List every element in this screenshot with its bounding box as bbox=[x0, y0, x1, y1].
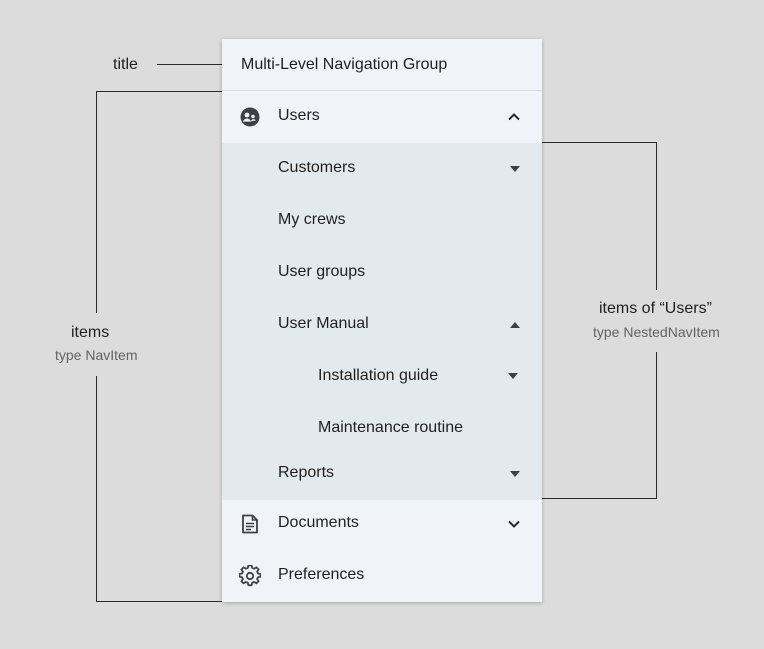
nav-group-title: Multi-Level Navigation Group bbox=[241, 56, 448, 73]
nested-items-annotation-label: items of “Users” bbox=[599, 300, 712, 317]
items-bracket-lower bbox=[96, 376, 97, 602]
nav-item-label: Users bbox=[278, 107, 320, 124]
nested-item-label: Customers bbox=[278, 159, 356, 176]
nested-bracket-bottom bbox=[542, 498, 657, 499]
nested-bracket-upper bbox=[656, 142, 657, 290]
caret-down-icon[interactable] bbox=[510, 471, 520, 477]
nav-group-title-row: Multi-Level Navigation Group bbox=[222, 39, 542, 91]
nested-item-installation-guide[interactable]: Installation guide bbox=[222, 351, 542, 403]
nested-item-label: Maintenance routine bbox=[318, 419, 463, 436]
nested-item-label: Installation guide bbox=[318, 367, 439, 384]
nav-item-label: Documents bbox=[278, 514, 359, 531]
nested-item-customers[interactable]: Customers bbox=[222, 143, 542, 195]
users-icon bbox=[240, 107, 260, 127]
nav-item-users[interactable]: Users bbox=[222, 91, 542, 143]
nested-item-user-manual[interactable]: User Manual bbox=[222, 299, 542, 351]
nested-items-annotation-type: type NestedNavItem bbox=[593, 324, 720, 340]
caret-down-icon[interactable] bbox=[510, 166, 520, 172]
items-bracket-upper bbox=[96, 91, 97, 313]
nested-item-label: User Manual bbox=[278, 315, 369, 332]
nested-item-maintenance-routine[interactable]: Maintenance routine bbox=[222, 403, 542, 455]
title-annotation-line bbox=[157, 64, 235, 65]
nested-item-user-groups[interactable]: User groups bbox=[222, 247, 542, 299]
nested-bracket-top bbox=[542, 142, 656, 143]
chevron-down-icon[interactable] bbox=[506, 516, 522, 532]
nav-item-preferences[interactable]: Preferences bbox=[222, 550, 542, 602]
nav-group-panel: Multi-Level Navigation Group Users Custo… bbox=[222, 39, 542, 602]
nav-item-label: Preferences bbox=[278, 566, 365, 583]
nested-item-label: User groups bbox=[278, 263, 366, 280]
gear-icon bbox=[239, 565, 261, 587]
items-annotation-label: items bbox=[71, 324, 110, 341]
nested-item-label: My crews bbox=[278, 211, 346, 228]
document-icon bbox=[242, 514, 258, 534]
nested-bracket-lower bbox=[656, 352, 657, 499]
chevron-up-icon[interactable] bbox=[506, 109, 522, 125]
caret-up-icon[interactable] bbox=[510, 322, 520, 328]
items-bracket-top bbox=[96, 91, 222, 92]
title-annotation-label: title bbox=[113, 56, 138, 73]
nested-item-label: Reports bbox=[278, 464, 335, 481]
items-bracket-bottom bbox=[96, 601, 222, 602]
nested-nav-items: Customers My crews User groups User Manu… bbox=[222, 143, 542, 500]
nested-item-my-crews[interactable]: My crews bbox=[222, 195, 542, 247]
nested-item-reports[interactable]: Reports bbox=[222, 448, 542, 500]
items-annotation-type: type NavItem bbox=[55, 347, 138, 363]
caret-down-icon[interactable] bbox=[508, 373, 518, 379]
nav-item-documents[interactable]: Documents bbox=[222, 498, 542, 550]
